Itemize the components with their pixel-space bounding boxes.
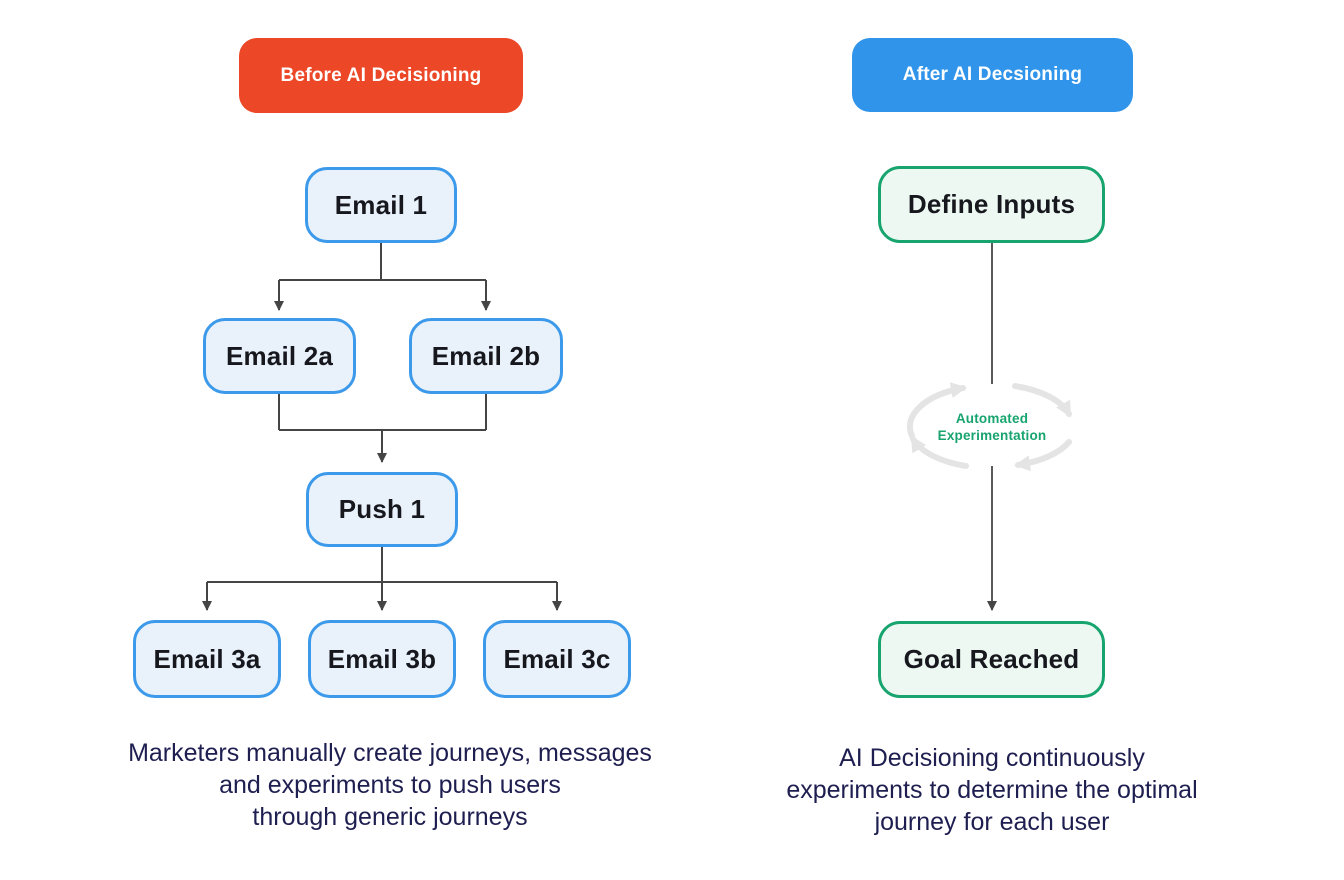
node-email-1: Email 1	[305, 167, 457, 243]
cycle-label-line2: Experimentation	[937, 428, 1047, 443]
node-email-3b: Email 3b	[308, 620, 456, 698]
badge-before-ai-decisioning: Before AI Decisioning	[239, 38, 523, 113]
node-goal-reached: Goal Reached	[878, 621, 1105, 698]
cycle-arc-bottom-left	[910, 435, 969, 469]
node-define-inputs: Define Inputs	[878, 166, 1105, 243]
node-email-3a: Email 3a	[133, 620, 281, 698]
cycle-label-line1: Automated	[955, 411, 1029, 426]
caption-after-line3: journey for each user	[874, 808, 1110, 836]
caption-before-line1: Marketers manually create journeys, mess…	[128, 739, 652, 767]
caption-after-line1: AI Decisioning continuously	[839, 744, 1145, 772]
caption-after-line2: experiments to determine the optimal	[786, 776, 1198, 804]
caption-before-line2: and experiments to push users	[219, 771, 561, 799]
node-email-2a: Email 2a	[203, 318, 356, 394]
node-push-1: Push 1	[306, 472, 458, 547]
node-email-2b: Email 2b	[409, 318, 563, 394]
caption-after: AI Decisioning continuously experiments …	[762, 742, 1222, 838]
badge-after-ai-decsioning: After AI Decsioning	[852, 38, 1133, 112]
cycle-arc-bottom-right	[1014, 439, 1072, 472]
caption-before: Marketers manually create journeys, mess…	[90, 737, 690, 833]
node-email-3c: Email 3c	[483, 620, 631, 698]
cycle-arc-top-right	[1012, 383, 1072, 418]
cycle-arc-top-left	[906, 382, 967, 439]
caption-before-line3: through generic journeys	[252, 803, 528, 831]
cycle-label: Automated Experimentation	[906, 410, 1078, 444]
